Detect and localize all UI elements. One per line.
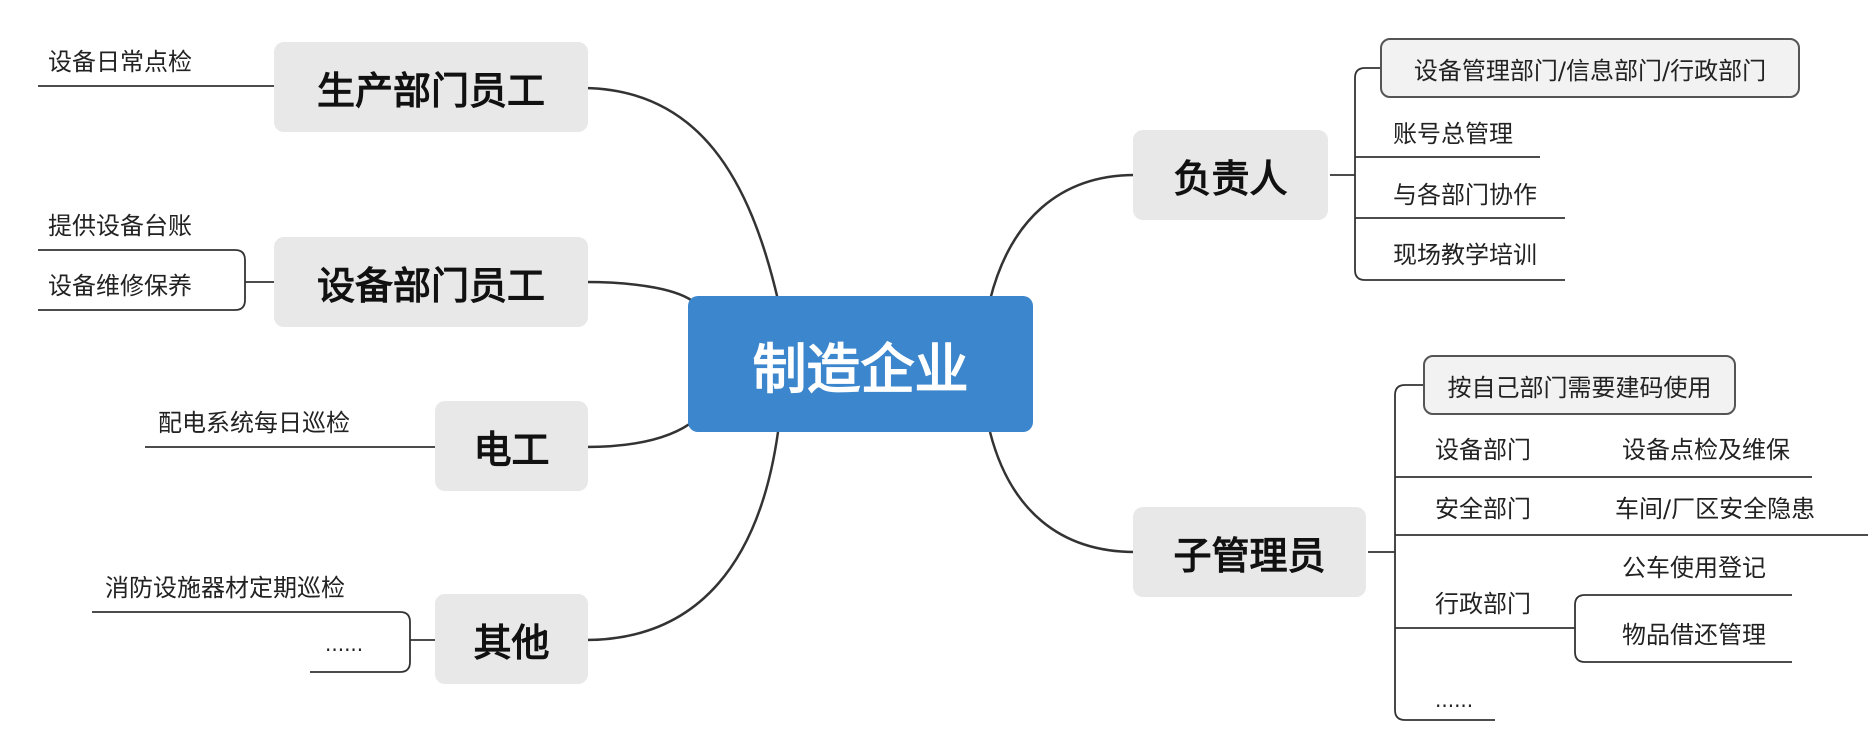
topic-other[interactable]: 其他 [435, 594, 588, 684]
bracket-owner [1354, 67, 1565, 281]
leaf-safety-hazard[interactable]: 车间/厂区安全隐患 [1615, 495, 1816, 523]
leaf-training[interactable]: 现场教学培训 [1393, 241, 1537, 269]
topic-owner[interactable]: 负责人 [1133, 130, 1328, 220]
link-central-electrician [584, 419, 696, 449]
leaf-dept-equipment[interactable]: 设备部门 [1435, 436, 1531, 464]
leaf-daily-inspection[interactable]: 设备日常点检 [48, 48, 192, 76]
leaf-cooperation[interactable]: 与各部门协作 [1393, 181, 1537, 209]
bracket-equipment [38, 249, 246, 311]
leaf-ellipsis-right[interactable]: ...... [1435, 688, 1474, 712]
leaf-dept-admin[interactable]: 行政部门 [1435, 590, 1531, 618]
leaf-power-inspection[interactable]: 配电系统每日巡检 [158, 409, 350, 437]
link-central-owner [988, 173, 1136, 301]
leaf-ellipsis-left[interactable]: ...... [325, 632, 364, 656]
leaf-item-lending[interactable]: 物品借还管理 [1622, 621, 1766, 649]
link-central-subadmin [988, 431, 1136, 554]
leaf-dept-safety[interactable]: 安全部门 [1435, 495, 1531, 523]
leaf-departments[interactable]: 设备管理部门/信息部门/行政部门 [1380, 38, 1800, 98]
topic-equipment-staff[interactable]: 设备部门员工 [274, 237, 588, 327]
leaf-fire-inspection[interactable]: 消防设施器材定期巡检 [105, 574, 345, 602]
leaf-equipment-ledger[interactable]: 提供设备台账 [48, 212, 192, 240]
leaf-car-registration[interactable]: 公车使用登记 [1622, 554, 1766, 582]
topic-production-staff[interactable]: 生产部门员工 [274, 42, 588, 132]
bracket-dept-admin [1395, 594, 1792, 663]
leaf-account-management[interactable]: 账号总管理 [1393, 120, 1513, 148]
leaf-build-code[interactable]: 按自己部门需要建码使用 [1423, 355, 1736, 415]
link-central-other [584, 431, 780, 642]
leaf-maintenance[interactable]: 设备维修保养 [48, 272, 192, 300]
topic-sub-admin[interactable]: 子管理员 [1133, 507, 1366, 597]
link-central-equipment [584, 280, 696, 304]
link-central-production [584, 86, 780, 301]
bracket-other [92, 611, 411, 673]
central-topic[interactable]: 制造企业 [688, 296, 1033, 432]
topic-electrician[interactable]: 电工 [435, 401, 588, 491]
leaf-equipment-check[interactable]: 设备点检及维保 [1622, 436, 1790, 464]
